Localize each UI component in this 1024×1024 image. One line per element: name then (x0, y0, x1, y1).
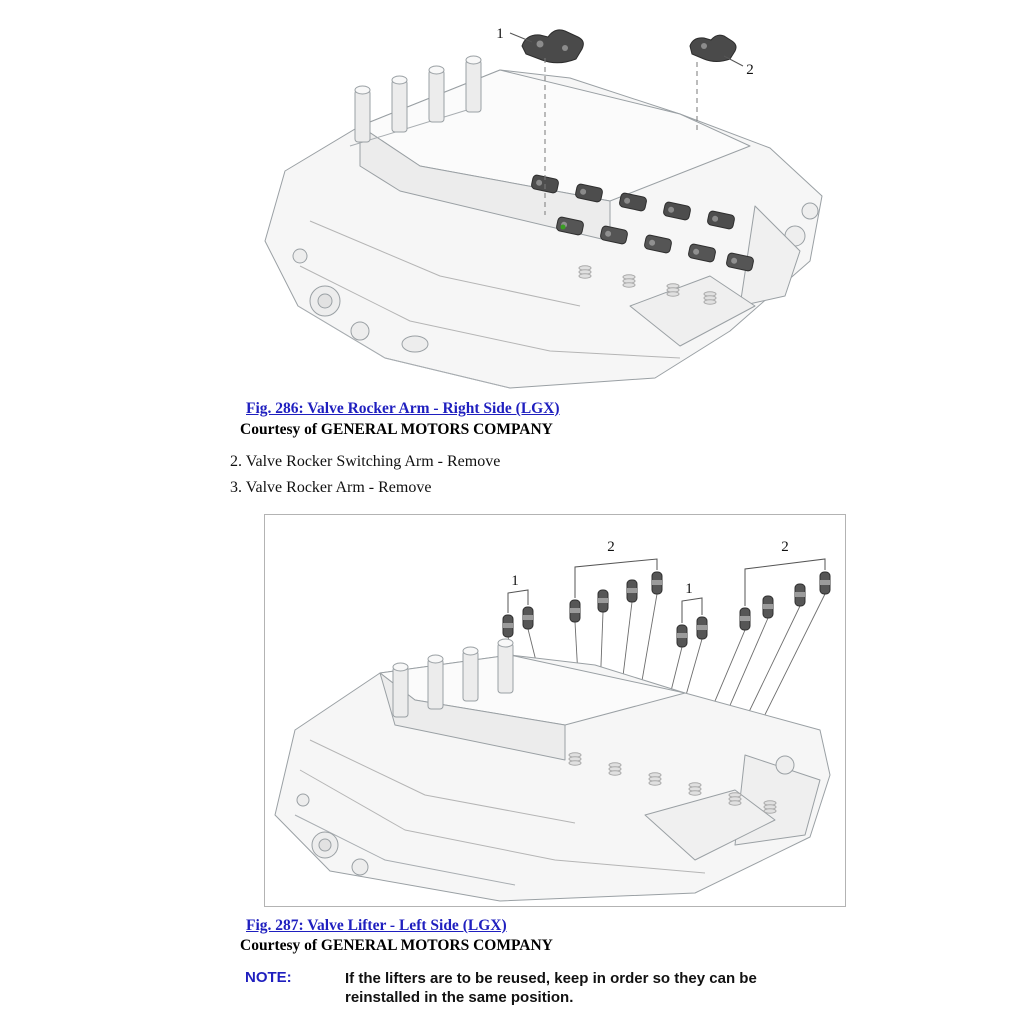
step-item-3: 3. Valve Rocker Arm - Remove (230, 479, 432, 496)
callout-brackets (507, 558, 826, 623)
callout-group-1: 1 (511, 573, 519, 589)
step-item-2: 2. Valve Rocker Switching Arm - Remove (230, 453, 501, 470)
callout-group-2: 2 (607, 539, 615, 555)
figure-287: 1 2 1 2 (264, 514, 846, 907)
valve-springs-icon (578, 265, 717, 305)
figure-286: 1 2 (210, 6, 830, 398)
engine-illustration-rocker-right-icon: 1 2 (264, 26, 823, 389)
note-text: If the lifters are to be reused, keep in… (345, 970, 757, 1006)
callout-2: 2 (746, 62, 754, 78)
coil-towers-icon (392, 638, 514, 718)
valve-lifters-icon (502, 571, 831, 648)
callout-group-3: 1 (685, 581, 693, 597)
callout-line-2 (723, 55, 744, 67)
engine-illustration-lifters-left-icon: 1 2 1 2 (274, 539, 831, 902)
figure-286-courtesy: Courtesy of GENERAL MOTORS COMPANY (240, 421, 553, 438)
callout-line-1 (509, 32, 533, 43)
note-block: NOTE: If the lifters are to be reused, k… (245, 969, 800, 1007)
removed-rocker-arm-2-icon (689, 34, 737, 62)
coil-towers-icon (354, 55, 482, 143)
valve-springs-icon (568, 752, 777, 814)
figure-286-link[interactable]: Fig. 286: Valve Rocker Arm - Right Side … (246, 400, 560, 417)
note-label: NOTE: (245, 969, 292, 986)
callout-group-4: 2 (781, 539, 789, 555)
figure-287-caption: Fig. 287: Valve Lifter - Left Side (LGX) (246, 917, 507, 935)
figure-287-courtesy: Courtesy of GENERAL MOTORS COMPANY (240, 937, 553, 954)
callout-1: 1 (496, 26, 504, 42)
green-mark (560, 224, 566, 230)
figure-286-caption: Fig. 286: Valve Rocker Arm - Right Side … (246, 400, 560, 418)
figure-287-link[interactable]: Fig. 287: Valve Lifter - Left Side (LGX) (246, 917, 507, 934)
removed-rocker-arm-1-icon (521, 29, 584, 64)
